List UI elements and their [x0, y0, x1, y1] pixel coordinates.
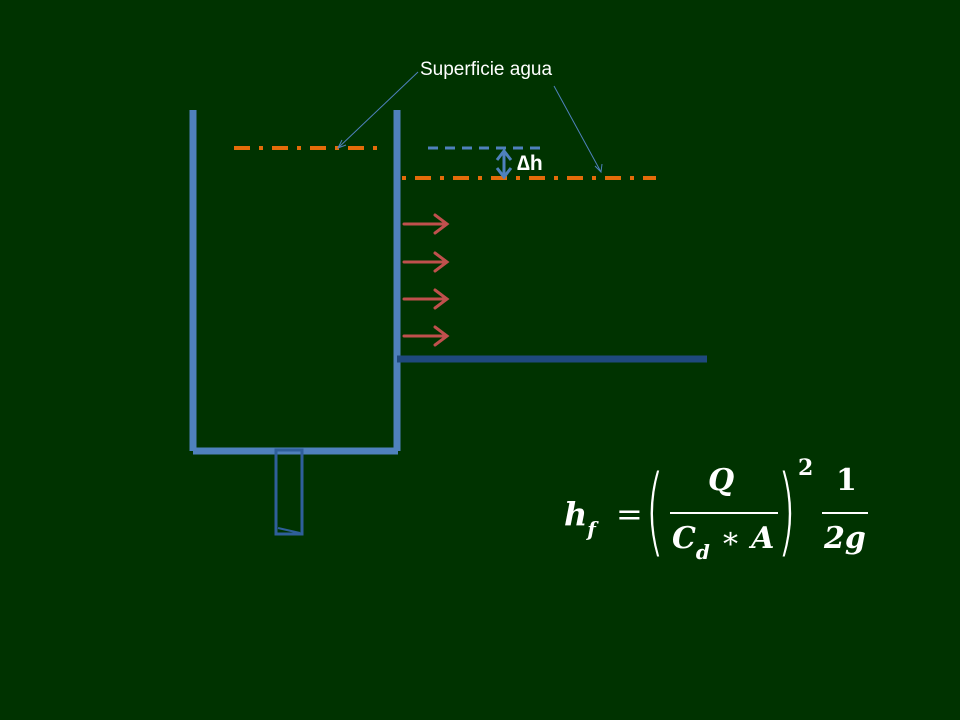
delta-h-arrow	[495, 148, 513, 180]
flow-arrow-1	[402, 213, 450, 235]
formula-lhs-symbol: h	[564, 495, 588, 533]
flow-arrow-2	[402, 251, 450, 273]
formula-equals: =	[616, 495, 643, 533]
formula-denominator-op: ∗	[720, 521, 741, 556]
surface-label: Superficie agua	[420, 59, 553, 80]
formula-lhs-subscript: f	[587, 517, 596, 542]
flow-arrows	[402, 213, 450, 347]
formula-factor-numerator: 1	[836, 463, 857, 498]
delta-h-label: ∆h	[517, 152, 543, 175]
formula-denominator-end: A	[751, 521, 775, 556]
drain-pipe	[274, 448, 304, 536]
flow-arrow-3	[402, 288, 450, 310]
formula-numerator: Q	[708, 463, 735, 498]
formula-factor-bar	[822, 512, 868, 514]
formula-lhs: hf	[564, 495, 596, 541]
drain-pipe-bottom-mark	[277, 527, 301, 534]
formula-denominator-main: C	[672, 521, 696, 556]
formula-factor-denominator: 2g	[824, 521, 866, 556]
flow-arrow-4	[402, 325, 450, 347]
head-loss-formula: hf = ( Q Cd ∗ A ) 2 1 2g	[560, 455, 880, 575]
formula-fraction-bar	[670, 512, 778, 514]
formula-left-paren: (	[645, 455, 665, 567]
formula-denominator-sub: d	[695, 540, 710, 564]
surface-label-pointers	[336, 71, 603, 174]
formula-right-paren: )	[777, 455, 797, 567]
formula-denominator: Cd ∗ A	[672, 521, 775, 564]
formula-exponent: 2	[798, 455, 814, 481]
